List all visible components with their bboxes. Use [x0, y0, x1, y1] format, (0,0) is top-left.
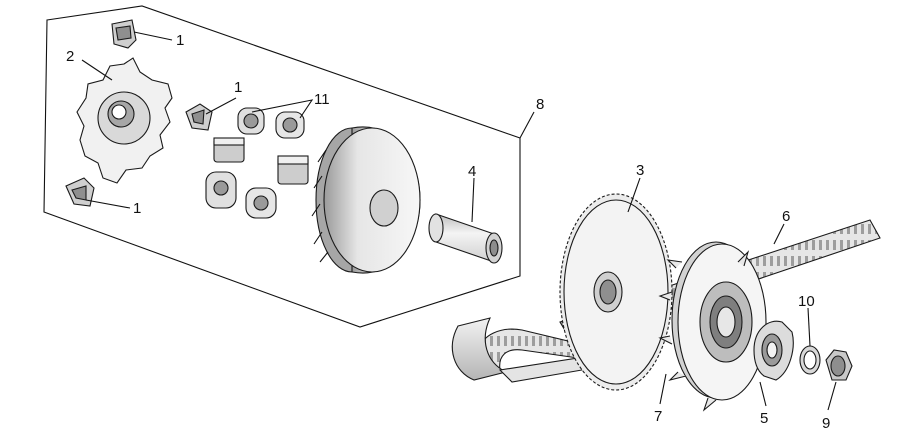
slider-clip-middle [185, 103, 213, 131]
callout-2: 2 [66, 48, 74, 65]
callout-4: 4 [468, 163, 476, 180]
slider-clip-bottom [65, 177, 95, 207]
callout-7: 7 [654, 408, 662, 425]
callout-10: 10 [798, 293, 815, 310]
fixed-drive-pulley [658, 241, 767, 412]
roller-2 [275, 111, 305, 139]
roller-3 [213, 137, 245, 163]
hex-nut [825, 349, 853, 381]
variator-pulley [311, 126, 421, 274]
callout-6: 6 [782, 208, 790, 225]
callout-3: 3 [636, 162, 644, 179]
starter-gear [559, 193, 673, 391]
pulley-sleeve [428, 213, 503, 264]
flat-washer [799, 345, 821, 375]
roller-1 [237, 107, 265, 135]
callout-5: 5 [760, 410, 768, 427]
variator-plate [76, 57, 173, 184]
callout-8: 8 [536, 96, 544, 113]
leader-lines [81, 31, 837, 411]
callout-1-bottom: 1 [133, 200, 141, 217]
callout-11: 11 [314, 91, 330, 108]
roller-6 [245, 187, 277, 219]
drive-washer [753, 320, 794, 381]
roller-4 [277, 155, 309, 185]
roller-5 [205, 171, 237, 209]
callout-9: 9 [822, 415, 830, 432]
callouts: 1 2 1 11 1 8 4 3 6 10 5 7 9 [66, 32, 830, 432]
assembly-outline [43, 5, 521, 328]
slider-clip-top [111, 19, 137, 49]
callout-1-top: 1 [176, 32, 184, 49]
callout-1-middle: 1 [234, 79, 242, 96]
